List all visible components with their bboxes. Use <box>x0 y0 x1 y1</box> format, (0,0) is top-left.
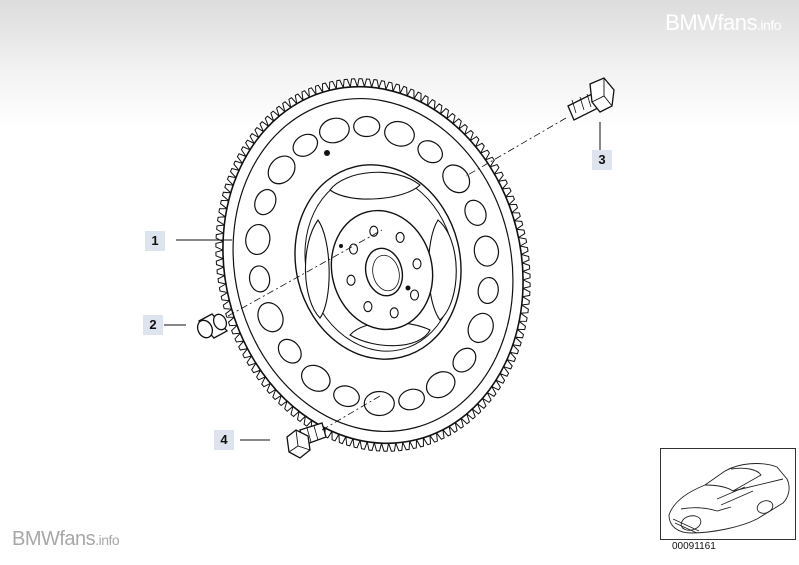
ring-hole <box>319 117 350 144</box>
marker-dot <box>324 150 330 156</box>
ring-hole <box>363 390 395 417</box>
ring-hole <box>384 120 415 147</box>
watermark-top: BMWfans.info <box>665 10 781 36</box>
ring-hole <box>452 347 477 373</box>
callout-4[interactable]: 4 <box>214 430 234 450</box>
ring-hole <box>353 115 381 138</box>
ring-hole <box>425 371 456 399</box>
watermark-top-main: BMWfans <box>665 10 758 35</box>
watermark-bottom-main: BMWfans <box>12 528 96 550</box>
car-outline-icon <box>668 463 790 534</box>
marker-dot <box>339 244 343 248</box>
flywheel-bolt-part <box>567 77 615 121</box>
ring-hole <box>245 223 271 256</box>
ring-hole <box>254 188 277 216</box>
hub-bolt-hole <box>363 301 373 313</box>
watermark-bottom: BMWfans.info <box>12 528 120 551</box>
ring-hole <box>301 364 331 392</box>
ring-hole <box>257 302 284 333</box>
marker-dot <box>405 285 411 291</box>
ring-hole <box>333 385 360 408</box>
callout-1[interactable]: 1 <box>145 231 165 251</box>
watermark-bottom-suffix: .info <box>95 532 120 548</box>
hub-bolt-hole <box>409 289 420 301</box>
ring-hole <box>248 265 271 293</box>
hub-bolt-hole <box>389 307 399 319</box>
hub-bolt-hole <box>412 258 422 270</box>
ring-hole <box>477 276 499 305</box>
ring-hole <box>398 388 425 411</box>
bolt-part <box>286 422 327 459</box>
ring-gear-inner-edge <box>232 98 514 432</box>
plate-lobes <box>304 171 457 347</box>
ring-holes <box>245 115 500 417</box>
ring-hole <box>464 199 487 226</box>
assembly-axes <box>227 117 567 431</box>
ring-hole <box>292 133 319 157</box>
hub-bolt-hole <box>395 231 405 243</box>
bushing-part <box>196 313 229 339</box>
watermark-top-suffix: .info <box>757 17 781 33</box>
ring-hole <box>417 140 444 164</box>
hub-bolt-hole <box>348 243 359 255</box>
leader-lines <box>164 122 601 441</box>
ring-hole <box>442 164 471 194</box>
diagram-id: 00091161 <box>672 541 716 552</box>
vehicle-thumbnail[interactable] <box>660 448 796 540</box>
hub-bolt-hole <box>346 274 356 286</box>
hub-bore-inner <box>372 254 400 292</box>
callout-3[interactable]: 3 <box>592 150 612 170</box>
ring-hole <box>267 155 296 185</box>
ring-hole <box>473 235 500 267</box>
ring-hole <box>277 338 302 364</box>
ring-hole <box>467 312 494 344</box>
callout-2[interactable]: 2 <box>143 315 163 335</box>
